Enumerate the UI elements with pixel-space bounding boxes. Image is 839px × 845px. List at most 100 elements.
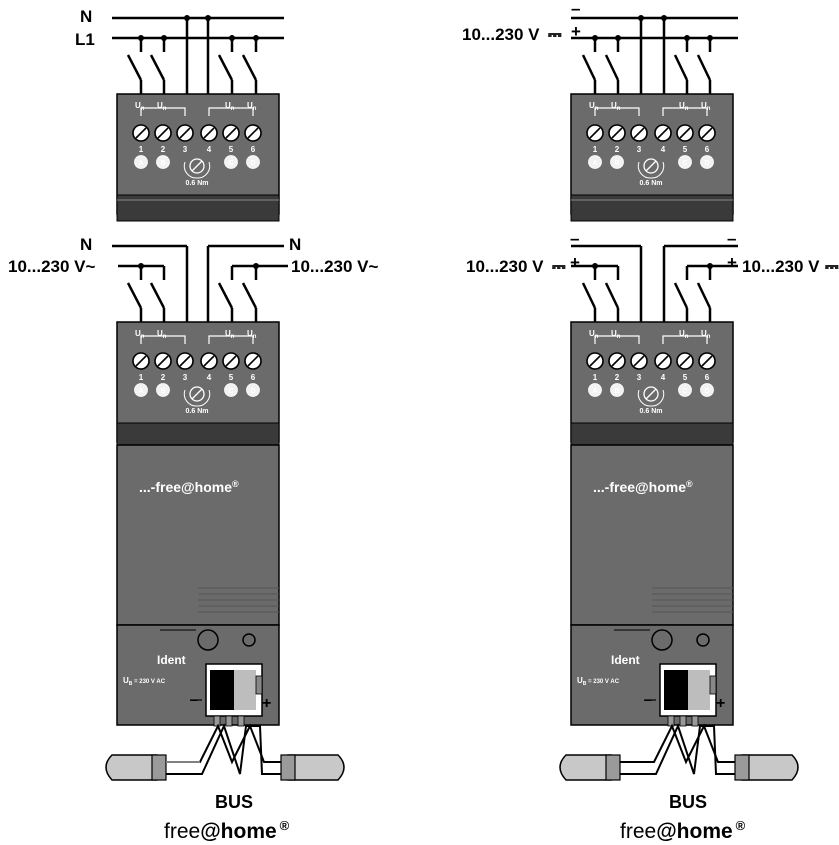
bottom-right-unit: + – + 10...230 V ⎓ – + 10...230 V ⎓ BUS … bbox=[466, 229, 839, 843]
brand-footer-right: free@home® bbox=[620, 818, 746, 843]
br-un-label-0: Un bbox=[589, 329, 599, 340]
label-n-right: N bbox=[289, 235, 301, 254]
tr-un-label-1: Un bbox=[611, 101, 621, 112]
bl-terminal-2: 2 bbox=[161, 373, 166, 382]
br-terminal-1: 1 bbox=[593, 373, 598, 382]
br-torque-label: 0.6 Nm bbox=[640, 408, 663, 415]
brand-footer-left: free@home® bbox=[164, 818, 290, 843]
bus-plus-left: + bbox=[262, 695, 271, 712]
label-minus-right: – bbox=[727, 229, 736, 248]
br-channel-C: C bbox=[682, 388, 687, 395]
tr-channel-A: A bbox=[592, 160, 597, 167]
tr-un-label-2: Un bbox=[679, 101, 689, 112]
label-n-left: N bbox=[80, 235, 92, 254]
bl-terminal-3: 3 bbox=[183, 373, 188, 382]
br-ident-label: Ident bbox=[611, 653, 640, 667]
tr-terminal-3: 3 bbox=[637, 145, 642, 154]
tr-terminal-5: 5 bbox=[683, 145, 688, 154]
bl-terminal-6: 6 bbox=[251, 373, 256, 382]
bl-channel-A: A bbox=[138, 388, 143, 395]
label-dc-symbol-left: ⎓ bbox=[552, 257, 566, 276]
tl-un-label-0: Un bbox=[135, 101, 145, 112]
tr-un-label-0: Un bbox=[589, 101, 599, 112]
tl-terminal-1: 1 bbox=[139, 145, 144, 154]
top-left-unit: N L1 bbox=[75, 7, 284, 222]
tl-terminal-5: 5 bbox=[229, 145, 234, 154]
tr-channel-D: D bbox=[704, 160, 709, 167]
bl-terminal-5: 5 bbox=[229, 373, 234, 382]
label-ac-left: 10...230 V~ bbox=[8, 257, 96, 276]
bl-torque-label: 0.6 Nm bbox=[186, 408, 209, 415]
tr-un-label-3: Un bbox=[701, 101, 711, 112]
tl-terminal-3: 3 bbox=[183, 145, 188, 154]
bl-channel-B: B bbox=[160, 388, 165, 395]
label-plus-left: + bbox=[570, 253, 580, 272]
br-terminal-4: 4 bbox=[661, 373, 666, 382]
tr-torque-label: 0.6 Nm bbox=[640, 180, 663, 187]
label-ac-right: 10...230 V~ bbox=[291, 257, 379, 276]
label-dc-right: 10...230 V bbox=[742, 257, 820, 276]
label-dc-left: 10...230 V bbox=[466, 257, 544, 276]
tl-terminal-6: 6 bbox=[251, 145, 256, 154]
bl-un-label-2: Un bbox=[225, 329, 235, 340]
br-channel-B: B bbox=[614, 388, 619, 395]
label-l1: L1 bbox=[75, 30, 95, 49]
label-n: N bbox=[80, 7, 92, 26]
br-terminal-6: 6 bbox=[705, 373, 710, 382]
tl-terminal-2: 2 bbox=[161, 145, 166, 154]
tl-channel-D: D bbox=[250, 160, 255, 167]
br-ub-label: UB = 230 V AC bbox=[577, 676, 620, 687]
br-channel-A: A bbox=[592, 388, 597, 395]
bottom-left-unit: + N 10...230 V~ N 10...230 V~ BUS free@h… bbox=[8, 235, 379, 843]
tl-un-label-3: Un bbox=[247, 101, 257, 112]
br-un-label-1: Un bbox=[611, 329, 621, 340]
br-brand-label: ...-free@home® bbox=[593, 479, 693, 495]
label-dc-symbol-right: ⎓ bbox=[825, 257, 839, 276]
bl-channel-C: C bbox=[228, 388, 233, 395]
bl-un-label-1: Un bbox=[157, 329, 167, 340]
bl-channel-D: D bbox=[250, 388, 255, 395]
label-dc-symbol-top: ⎓ bbox=[548, 25, 562, 44]
tl-channel-B: B bbox=[160, 160, 165, 167]
tr-terminal-2: 2 bbox=[615, 145, 620, 154]
bl-un-label-3: Un bbox=[247, 329, 257, 340]
br-terminal-3: 3 bbox=[637, 373, 642, 382]
bus-cable-right bbox=[559, 723, 799, 781]
tr-terminal-1: 1 bbox=[593, 145, 598, 154]
bus-plus-right: + bbox=[716, 695, 725, 712]
tr-terminal-6: 6 bbox=[705, 145, 710, 154]
tr-terminal-4: 4 bbox=[661, 145, 666, 154]
br-channel-D: D bbox=[704, 388, 709, 395]
tl-channel-A: A bbox=[138, 160, 143, 167]
bl-un-label-0: Un bbox=[135, 329, 145, 340]
label-plus-right: + bbox=[727, 253, 737, 272]
tl-un-label-2: Un bbox=[225, 101, 235, 112]
bl-ident-label: Ident bbox=[157, 653, 186, 667]
tl-torque-label: 0.6 Nm bbox=[186, 180, 209, 187]
top-right-unit: – + 10...230 V ⎓ bbox=[462, 0, 738, 222]
bus-label-left: BUS bbox=[215, 792, 253, 812]
label-minus-left: – bbox=[570, 229, 579, 248]
bl-ub-label: UB = 230 V AC bbox=[123, 676, 166, 687]
bl-bus-minus: – bbox=[190, 691, 198, 707]
tr-channel-C: C bbox=[682, 160, 687, 167]
tr-channel-B: B bbox=[614, 160, 619, 167]
tl-terminal-4: 4 bbox=[207, 145, 212, 154]
br-terminal-5: 5 bbox=[683, 373, 688, 382]
bus-label-right: BUS bbox=[669, 792, 707, 812]
br-un-label-2: Un bbox=[679, 329, 689, 340]
label-dc-voltage-top: 10...230 V bbox=[462, 25, 540, 44]
bl-terminal-4: 4 bbox=[207, 373, 212, 382]
br-terminal-2: 2 bbox=[615, 373, 620, 382]
tl-un-label-1: Un bbox=[157, 101, 167, 112]
bus-cable-left bbox=[105, 723, 345, 781]
br-bus-minus: – bbox=[644, 691, 652, 707]
label-minus-top: – bbox=[571, 0, 580, 18]
label-plus-top: + bbox=[571, 22, 581, 41]
bl-brand-label: ...-free@home® bbox=[139, 479, 239, 495]
bl-terminal-1: 1 bbox=[139, 373, 144, 382]
tl-channel-C: C bbox=[228, 160, 233, 167]
br-un-label-3: Un bbox=[701, 329, 711, 340]
